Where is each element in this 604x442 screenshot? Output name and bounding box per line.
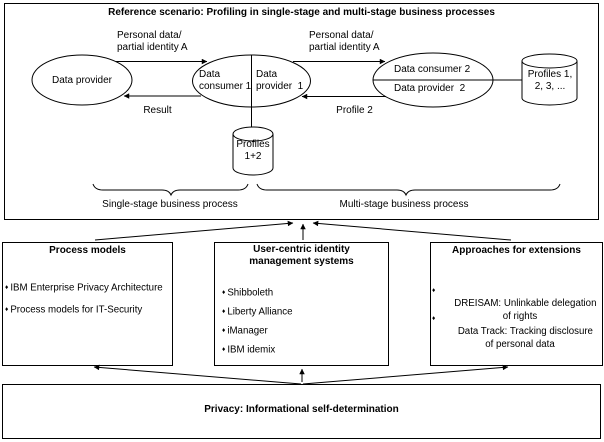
bullet-icon: ♦ <box>5 284 9 291</box>
list-item-label: IBM Enterprise Privacy Architecture <box>10 282 163 294</box>
bullet-icon: ♦ <box>222 327 226 334</box>
label-personal-data-right: Personal data/ partial identity A <box>309 30 380 53</box>
bullet-icon: ♦ <box>432 315 436 322</box>
user-centric-idm-title: User-centric identity management systems <box>249 244 354 267</box>
list-item: ♦IBM idemix <box>222 343 275 357</box>
cylinder-profiles-1-2-3 <box>521 61 578 106</box>
cylinder-profiles-1-2 <box>232 134 274 176</box>
arrow-privacy-to-extensions <box>302 364 509 385</box>
privacy-foundation-box <box>2 384 601 439</box>
diagram-title: Reference scenario: Profiling in single-… <box>108 7 495 18</box>
cylinder-profiles-1-2-top <box>232 126 274 142</box>
label-multi-stage-process: Multi-stage business process <box>339 199 469 210</box>
arrow-process-models-to-scenario <box>94 220 294 241</box>
user-centric-idm-box <box>214 242 389 366</box>
list-item-label: DREISAM: Unlinkable delegation of rights <box>454 298 597 322</box>
label-result: Result <box>143 105 172 116</box>
store-profiles-1-2-3: Profiles 1, 2, 3, ... <box>527 69 573 92</box>
process-models-box <box>2 242 173 366</box>
list-item: ♦ Data Track: Tracking disclosure of pers… <box>432 312 600 364</box>
node-data-provider-1: Data provider 1 <box>256 69 304 92</box>
brace-single-stage <box>92 183 249 197</box>
bullet-icon: ♦ <box>222 308 226 315</box>
bullet-icon: ♦ <box>5 306 9 313</box>
cylinder-profiles-1-2-3-top <box>521 53 578 69</box>
list-item: ♦ DREISAM: Unlinkable delegation of right… <box>432 284 600 336</box>
arrow-extensions-to-scenario <box>312 220 512 241</box>
label-single-stage-process: Single-stage business process <box>102 199 238 210</box>
node-data-consumer-1: Data consumer 1 <box>199 69 252 92</box>
list-item: ♦Shibboleth <box>222 286 273 300</box>
list-item-label: iManager <box>227 325 268 337</box>
list-item-label: Shibboleth <box>227 287 274 299</box>
bullet-icon: ♦ <box>432 287 436 294</box>
node-data-consumer-2: Data consumer 2 <box>394 64 471 75</box>
list-item: ♦iManager <box>222 324 268 338</box>
ellipse-data-provider <box>31 54 133 106</box>
list-item-label: Process models for IT-Security <box>10 304 143 316</box>
list-item-label: Liberty Alliance <box>227 306 293 318</box>
list-item-label: IBM idemix <box>227 344 276 356</box>
node-data-provider: Data provider <box>51 75 113 86</box>
label-profile-2: Profile 2 <box>336 105 373 116</box>
label-personal-data-left: Personal data/ partial identity A <box>117 30 188 53</box>
list-item: ♦Process models for IT-Security <box>5 303 142 317</box>
arrow-privacy-to-process-models <box>93 364 302 385</box>
bullet-icon: ♦ <box>222 346 226 353</box>
node-data-provider-2: Data provider 2 <box>394 83 466 94</box>
approaches-extensions-box <box>430 242 603 366</box>
list-item: ♦Liberty Alliance <box>222 305 293 319</box>
process-models-title: Process models <box>49 245 126 256</box>
brace-multi-stage <box>256 183 561 197</box>
list-item: ♦IBM Enterprise Privacy Architecture <box>5 281 163 295</box>
reference-scenario-box <box>4 3 599 220</box>
privacy-foundation-label: Privacy: Informational self-determinatio… <box>204 404 399 415</box>
store-profiles-1-2: Profiles 1+2 <box>236 139 270 162</box>
approaches-extensions-title: Approaches for extensions <box>452 245 581 256</box>
list-item-label: Data Track: Tracking disclosure of perso… <box>457 326 593 350</box>
bullet-icon: ♦ <box>222 289 226 296</box>
